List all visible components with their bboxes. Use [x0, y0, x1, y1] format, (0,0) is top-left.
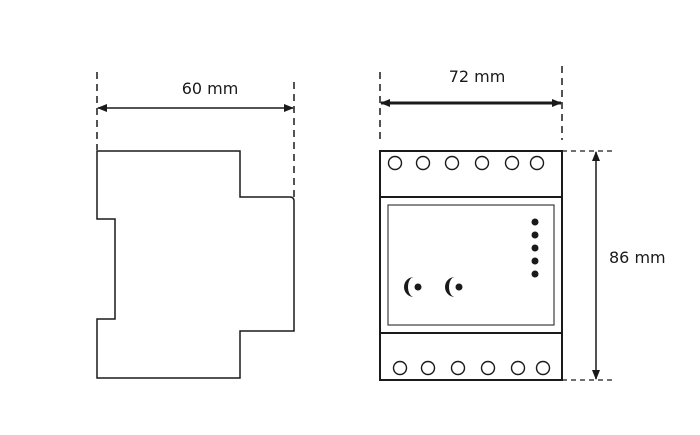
top-terminal-block — [379, 150, 563, 198]
led-icon — [531, 244, 539, 252]
terminal-screw-icon — [387, 155, 403, 171]
terminal-screw-icon — [535, 360, 551, 376]
knob-icon — [404, 277, 414, 297]
adjustment-knob-2 — [445, 277, 463, 297]
knob-center-icon — [414, 283, 422, 291]
front-height-label: 86 mm — [609, 248, 666, 267]
led-icon — [531, 218, 539, 226]
front-panel-window — [387, 204, 555, 326]
front-view: 72 mm 86 mm — [379, 66, 666, 381]
terminal-screw-icon — [474, 155, 490, 171]
led-indicators — [531, 218, 539, 278]
bottom-terminal-block — [379, 332, 563, 381]
front-width-label: 72 mm — [449, 67, 506, 86]
terminal-screw-icon — [420, 360, 436, 376]
side-width-label: 60 mm — [182, 79, 239, 98]
front-body — [379, 196, 563, 334]
terminal-screw-icon — [415, 155, 431, 171]
side-view: 60 mm — [96, 72, 295, 379]
terminal-screw-icon — [450, 360, 466, 376]
terminal-screw-icon — [529, 155, 545, 171]
adjustment-knob-1 — [404, 277, 422, 297]
terminal-screw-icon — [504, 155, 520, 171]
knob-icon — [445, 277, 455, 297]
led-icon — [531, 270, 539, 278]
terminal-screw-icon — [510, 360, 526, 376]
top-terminal-screws — [387, 155, 545, 171]
led-icon — [531, 257, 539, 265]
terminal-screw-icon — [480, 360, 496, 376]
bottom-terminal-screws — [392, 360, 551, 376]
knob-center-icon — [455, 283, 463, 291]
led-icon — [531, 231, 539, 239]
terminal-screw-icon — [444, 155, 460, 171]
terminal-screw-icon — [392, 360, 408, 376]
side-profile-outline — [96, 150, 295, 379]
